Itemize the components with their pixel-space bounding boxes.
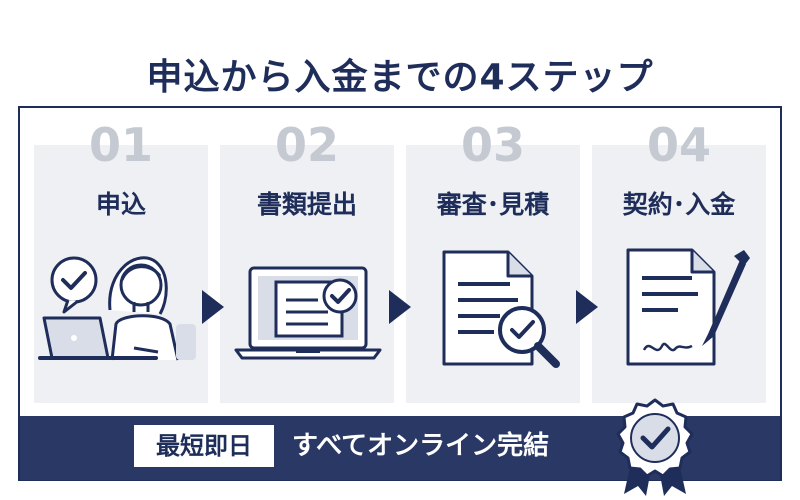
medal-icon	[616, 398, 694, 496]
page-title: 申込から入金までの4ステップ	[146, 57, 654, 98]
footer-badge: 最短即日	[134, 425, 274, 467]
arrow-icon	[576, 290, 598, 324]
document-magnifier-icon	[442, 250, 560, 368]
step-label-2: 書類提出	[256, 190, 357, 219]
step-label-1: 申込	[95, 190, 146, 219]
laptop-document-icon	[234, 266, 382, 360]
step-number-4: 04	[646, 118, 711, 172]
contract-pen-icon	[626, 248, 750, 366]
arrow-icon	[202, 290, 224, 324]
arrow-icon	[389, 290, 411, 324]
person-laptop-icon	[38, 256, 196, 361]
step-number-3: 03	[460, 118, 525, 172]
step-number-2: 02	[274, 118, 339, 172]
step-label-4: 契約･入金	[622, 190, 736, 219]
step-label-3: 審査･見積	[436, 190, 550, 219]
footer-text: すべてオンライン完結	[292, 431, 550, 461]
step-number-1: 01	[88, 118, 153, 172]
